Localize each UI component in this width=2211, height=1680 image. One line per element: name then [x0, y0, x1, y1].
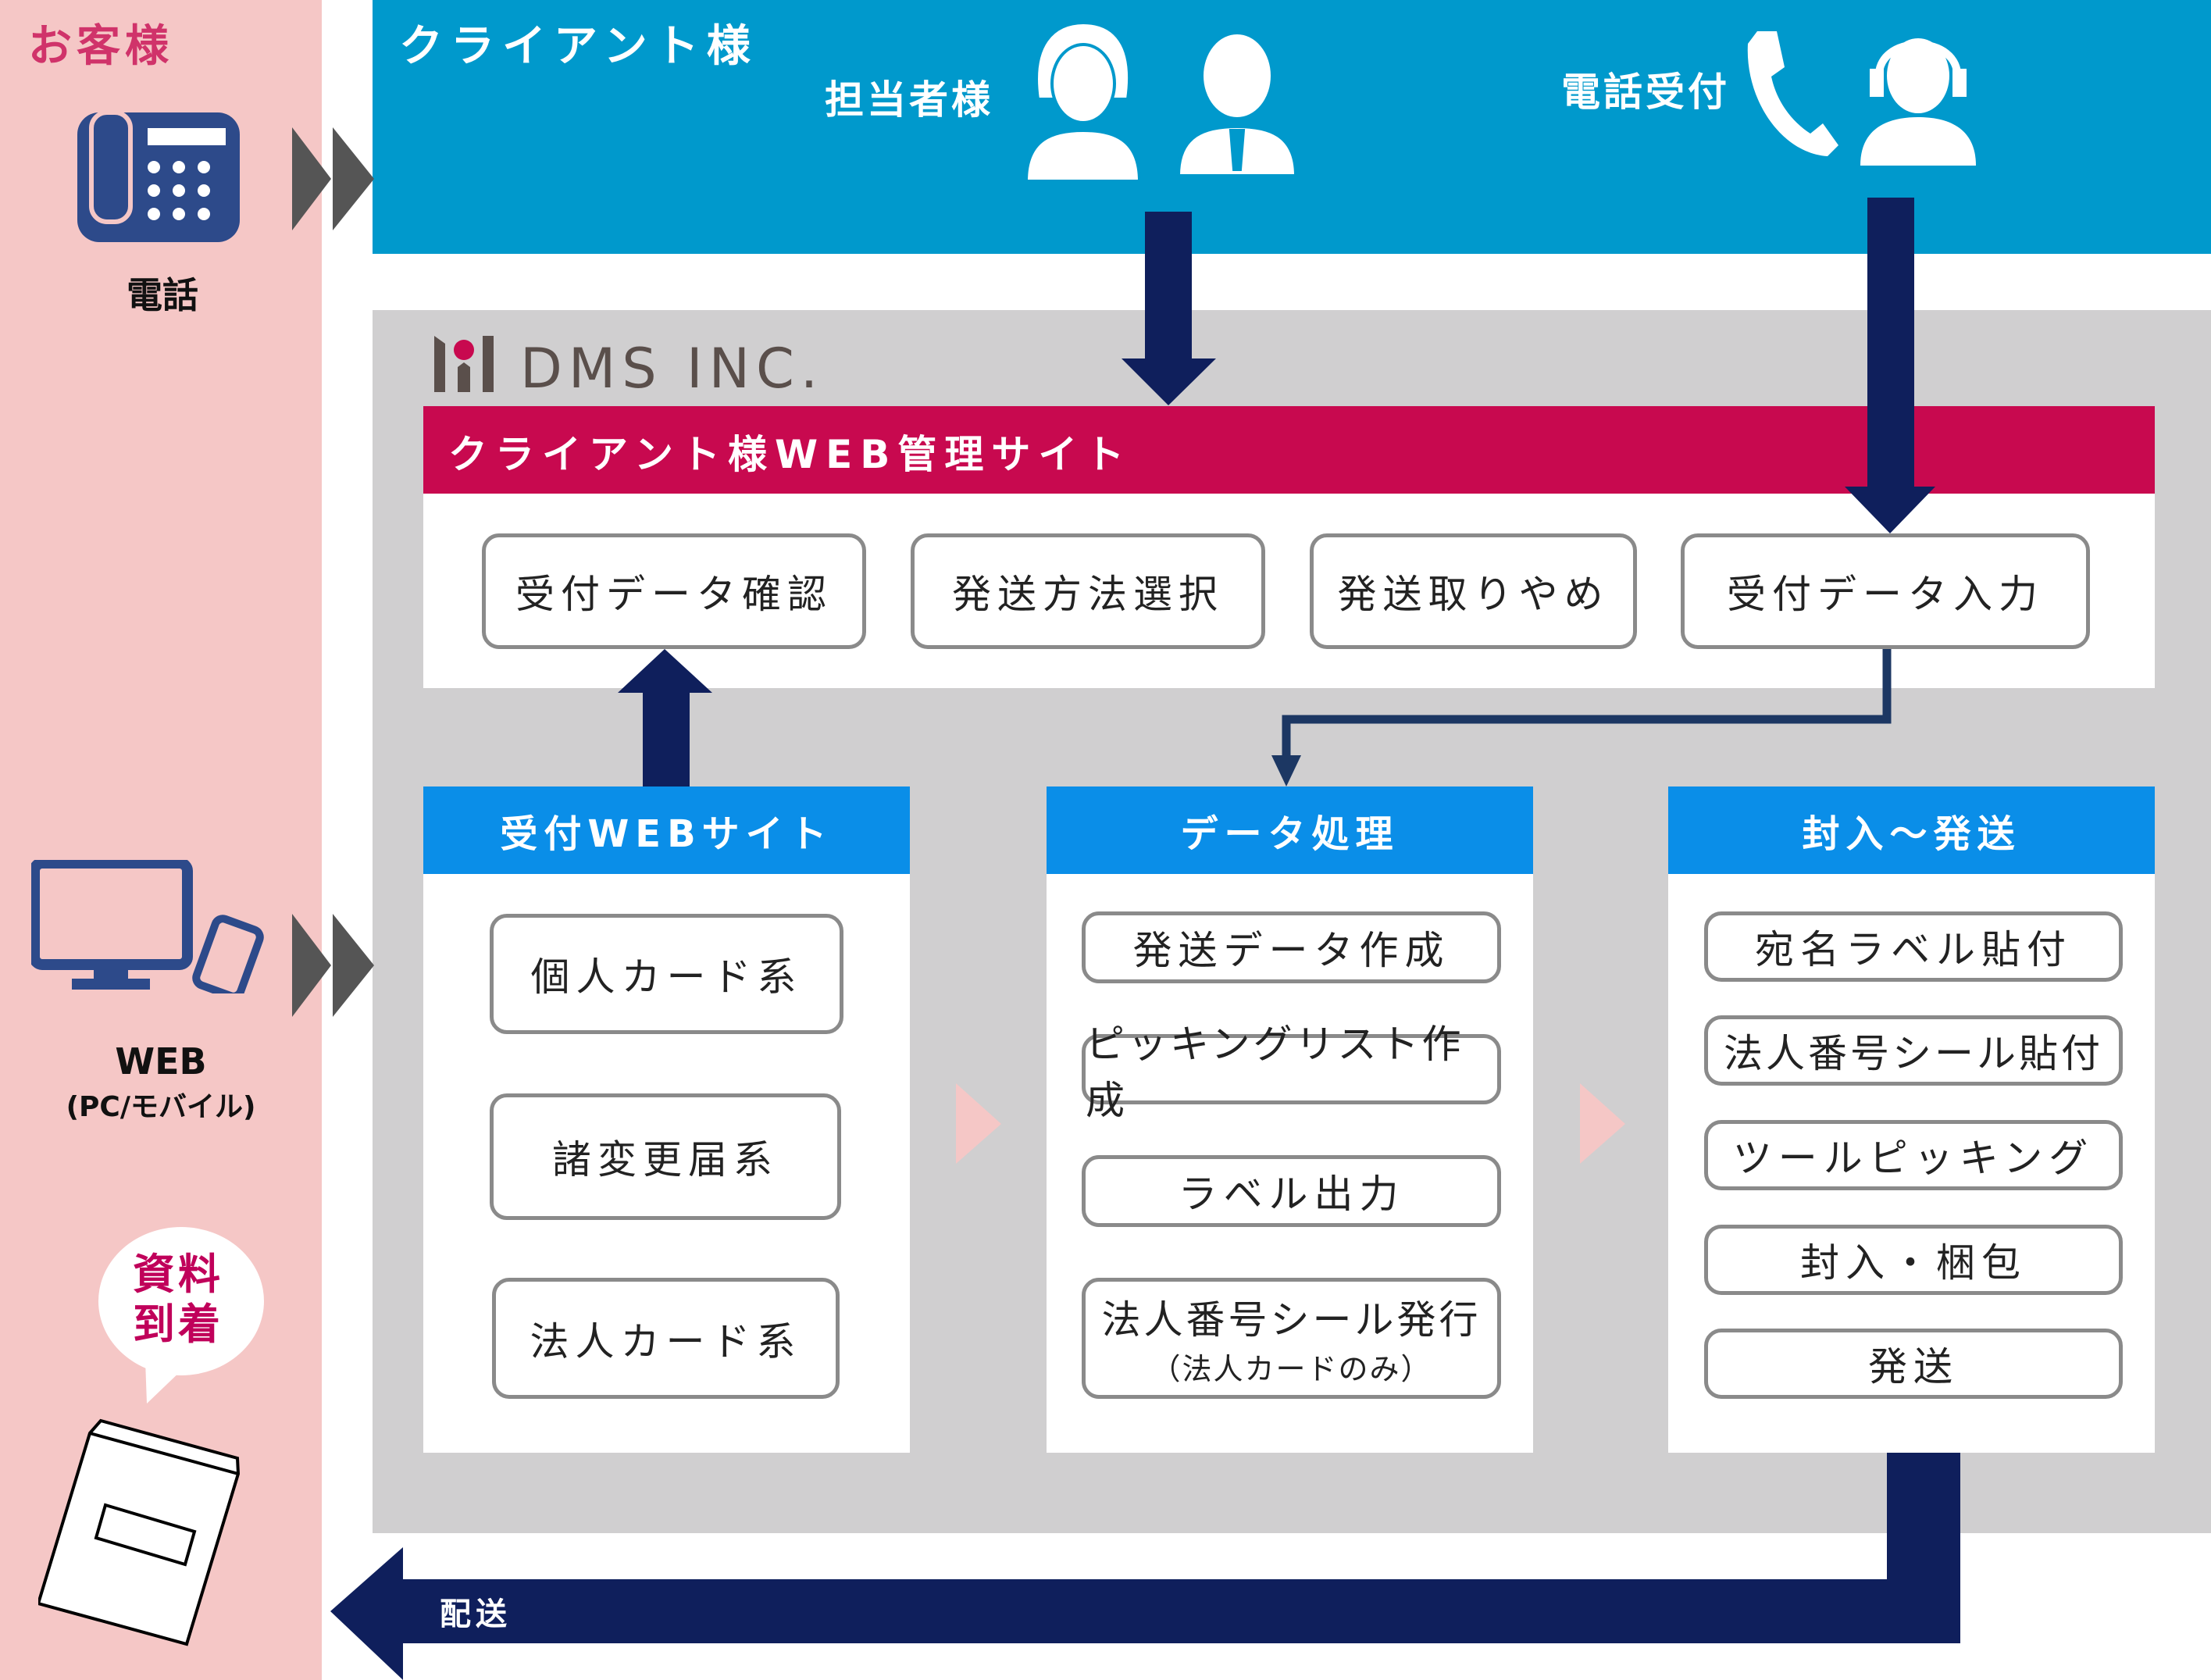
client-title: クライアント様 — [399, 21, 758, 72]
web-label: WEB — [115, 1040, 207, 1083]
list-item-label: 法人番号シール発行 — [1101, 1297, 1482, 1343]
operator-headset-icon — [1860, 38, 1976, 166]
logo-text: DMS INC. — [520, 337, 825, 401]
list-item: 法人番号シール発行 （法人カードのみ） — [1082, 1278, 1501, 1399]
delivery-arrow — [330, 1453, 1960, 1680]
bubble-text: 資料到着 — [133, 1250, 223, 1350]
down-arrow-icon — [1845, 198, 1935, 533]
admin-button-confirm[interactable]: 受付データ確認 — [482, 533, 866, 649]
up-arrow-icon — [618, 649, 712, 786]
list-item: 法人番号シール貼付 — [1704, 1015, 2123, 1086]
list-item: 法人カード系 — [492, 1278, 840, 1399]
list-item: ラベル出力 — [1082, 1155, 1501, 1227]
speech-bubble-icon — [98, 1227, 264, 1404]
company-logo: DMS INC. — [434, 336, 825, 401]
pc-mobile-icon — [31, 860, 264, 993]
male-staff-icon — [1176, 31, 1298, 177]
list-item: ツールピッキング — [1704, 1120, 2123, 1190]
list-item: 発送データ作成 — [1082, 911, 1501, 983]
staff-label: 担当者様 — [825, 77, 993, 123]
phone-label: 電話 — [127, 274, 198, 316]
web-admin-header: クライアント様WEB管理サイト — [423, 406, 2155, 494]
bubble-line-2: 到着 — [133, 1300, 223, 1349]
column-header: 封入～発送 — [1668, 786, 2155, 874]
flow-triangle-icon — [956, 1083, 1001, 1164]
list-item: 個人カード系 — [490, 914, 843, 1034]
admin-button-cancel-shipping[interactable]: 発送取りやめ — [1310, 533, 1637, 649]
delivery-label: 配送 — [440, 1596, 512, 1632]
admin-button-data-entry[interactable]: 受付データ入力 — [1681, 533, 2090, 649]
logo-mark-icon — [434, 336, 494, 392]
list-item: 諸変更届系 — [490, 1093, 841, 1220]
column-header: 受付WEBサイト — [423, 786, 910, 874]
web-admin-title: クライアント様WEB管理サイト — [448, 432, 1132, 477]
desk-phone-icon — [77, 112, 240, 242]
phone-reception-label: 電話受付 — [1561, 70, 1730, 115]
double-chevron-icon — [292, 127, 374, 230]
admin-button-shipping-method[interactable]: 発送方法選択 — [911, 533, 1265, 649]
connector-arrow — [1271, 649, 1892, 786]
list-item-note: （法人カードのみ） — [1150, 1352, 1432, 1386]
female-staff-icon — [1024, 21, 1142, 183]
customer-panel — [0, 0, 322, 1680]
list-item: 封入・梱包 — [1704, 1225, 2123, 1295]
customer-title: お客様 — [28, 21, 173, 72]
envelope-icon — [38, 1418, 240, 1646]
column-header: データ処理 — [1047, 786, 1533, 874]
double-chevron-icon — [292, 914, 374, 1017]
list-item: 宛名ラベル貼付 — [1704, 911, 2123, 982]
web-sublabel: (PC/モバイル) — [66, 1091, 256, 1123]
phone-handset-icon — [1747, 31, 1838, 156]
down-arrow-icon — [1122, 212, 1216, 405]
list-item: 発送 — [1704, 1329, 2123, 1399]
bubble-line-1: 資料 — [133, 1250, 223, 1299]
flow-triangle-icon — [1580, 1083, 1625, 1164]
list-item: ピッキングリスト作成 — [1082, 1022, 1501, 1123]
